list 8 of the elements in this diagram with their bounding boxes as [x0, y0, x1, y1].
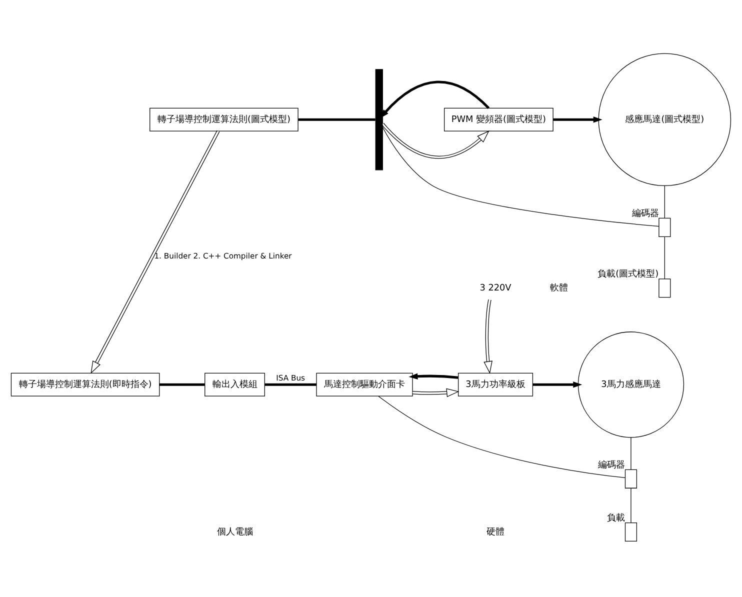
node-label: 負載(圖式模型): [598, 270, 659, 280]
label: 個人電腦: [216, 527, 253, 538]
node-text: 3 220V: [480, 283, 512, 294]
label: 硬體: [486, 527, 505, 538]
node-label: 負載: [607, 513, 626, 524]
node-label: 編碼器: [632, 208, 659, 219]
label: 軟體: [550, 283, 568, 294]
node-label: 編碼器: [598, 460, 626, 470]
